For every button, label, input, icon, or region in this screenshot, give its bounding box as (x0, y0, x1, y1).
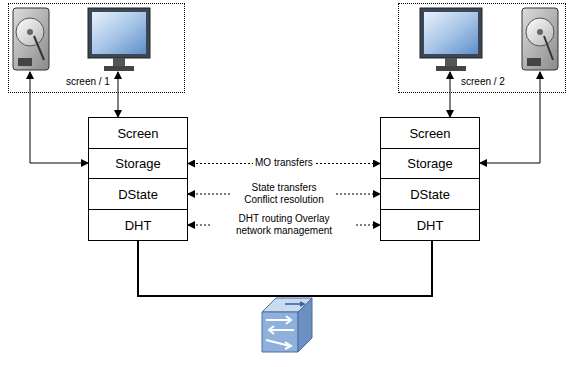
layer-name: DHT (125, 218, 152, 233)
hard-disk-icon (522, 8, 558, 70)
local-link (450, 72, 451, 117)
layer-name: DHT (417, 218, 444, 233)
layer-box: Screen (380, 117, 480, 149)
layer-box: DHT (380, 209, 480, 241)
layer-name: Storage (407, 156, 453, 171)
layer-box: DState (88, 178, 188, 210)
layer-box: Screen (88, 117, 188, 149)
group-label: screen / 1 (66, 76, 110, 87)
layer-name: DState (118, 187, 158, 202)
local-link (118, 72, 119, 117)
screen-group: screen / 1 (8, 3, 185, 93)
layer-box: DHT (88, 209, 188, 241)
layer-box: Storage (88, 148, 188, 179)
switch-icon (262, 298, 312, 352)
layer-name: Storage (115, 156, 161, 171)
monitor-icon (88, 8, 150, 71)
layer-box: Storage (380, 148, 480, 179)
link-label: MO transfers (253, 157, 315, 169)
network-bus (138, 241, 432, 296)
link-label: DHT routing Overlay network management (212, 213, 356, 237)
layer-name: DState (410, 187, 450, 202)
link-label: State transfers Conflict resolution (232, 182, 336, 206)
monitor-icon (420, 8, 482, 71)
layer-name: Screen (409, 126, 450, 141)
layer-box: DState (380, 178, 480, 210)
layer-name: Screen (117, 126, 158, 141)
group-label: screen / 2 (461, 76, 505, 87)
screen-group: screen / 2 (398, 3, 566, 93)
hard-disk-icon (13, 8, 49, 70)
